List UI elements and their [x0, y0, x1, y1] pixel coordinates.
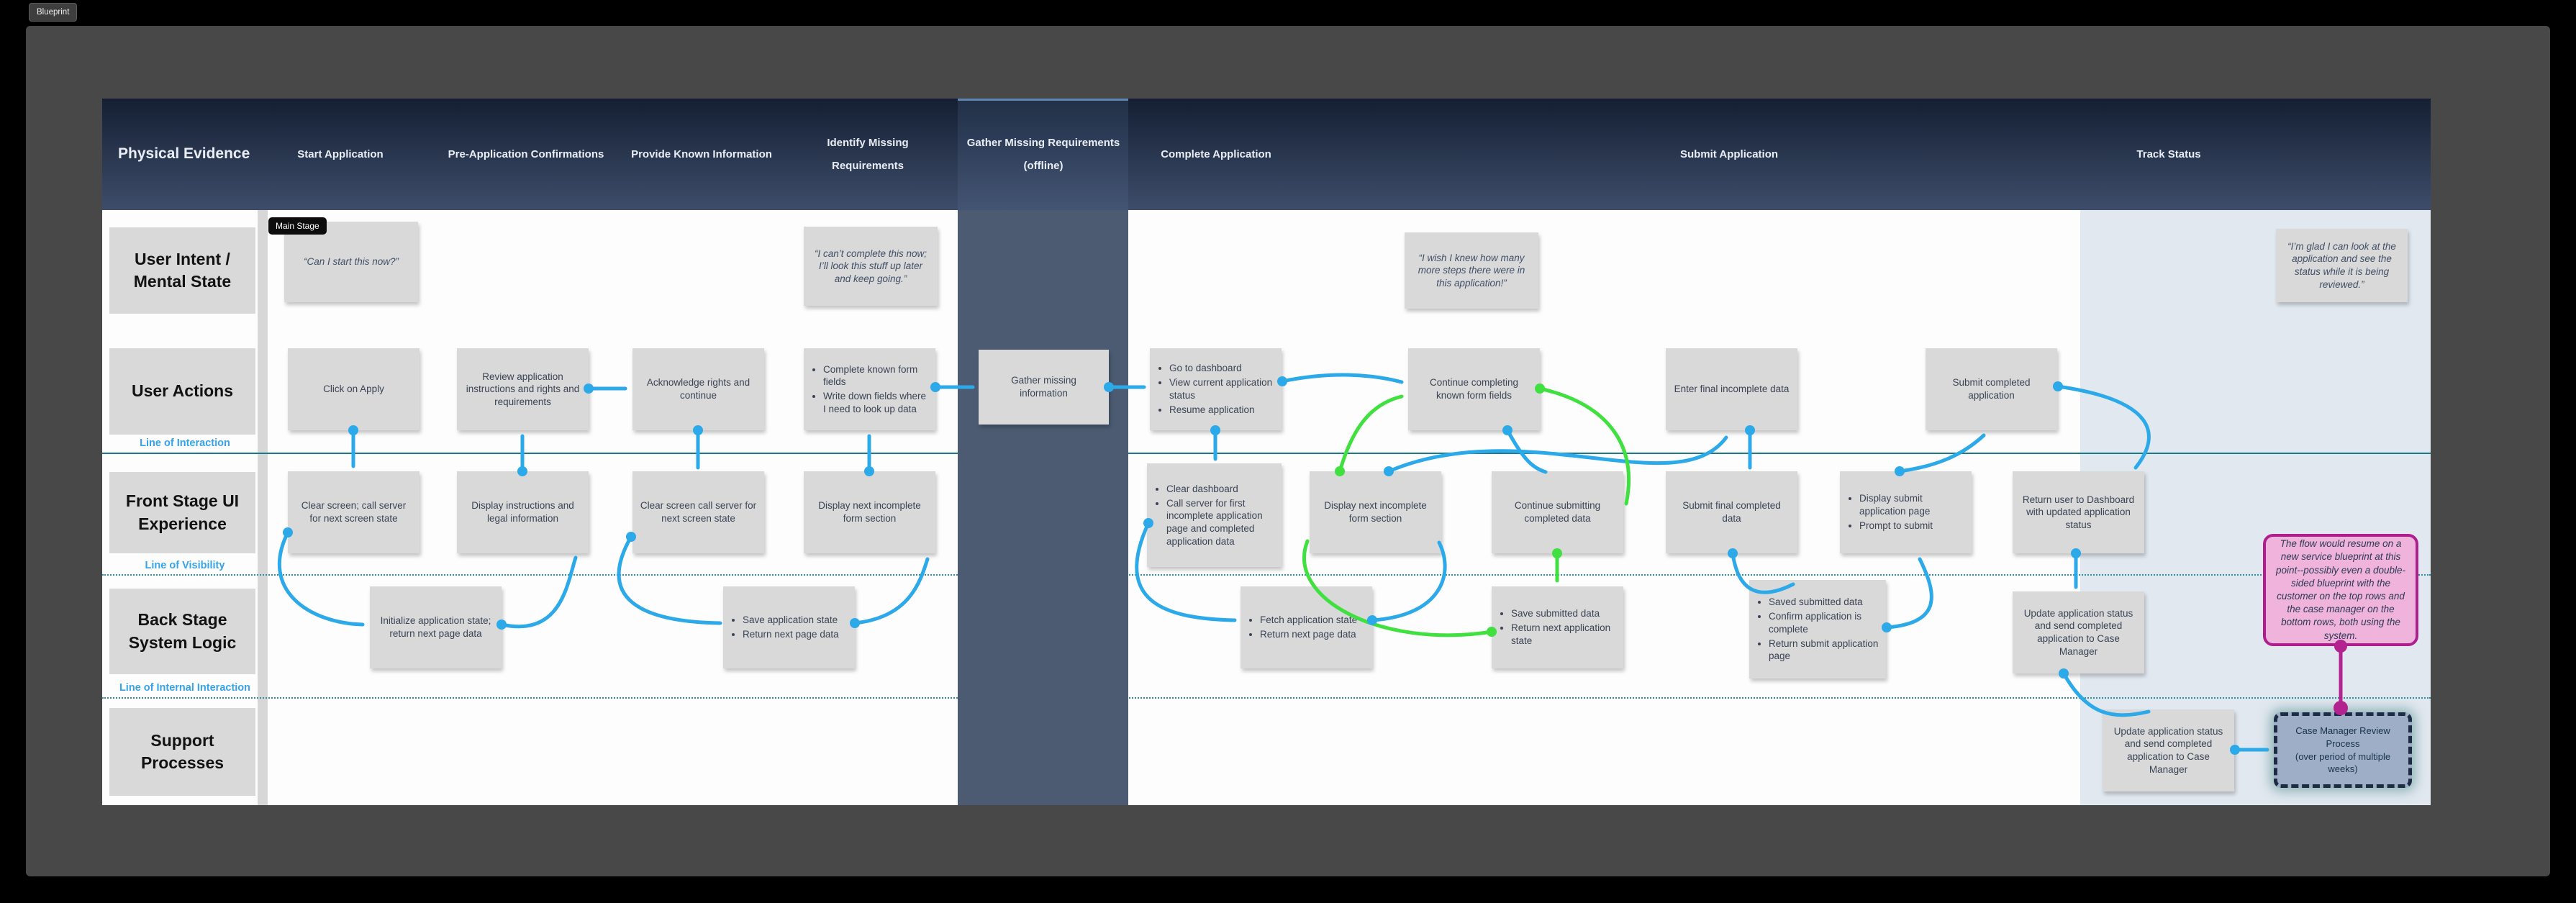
sticky-can-i-start[interactable]: “Can I start this now?” — [284, 222, 418, 302]
sticky-continue-submitting-data[interactable]: Continue submitting completed data — [1492, 471, 1623, 553]
row-label-support-processes[interactable]: Support Processes — [109, 708, 255, 796]
sticky-initialize-application-state[interactable]: Initialize application state; return nex… — [370, 586, 502, 668]
annotation-text: The flow would resume on a new service b… — [2275, 538, 2406, 641]
sticky-display-instructions-legal[interactable]: Display instructions and legal informati… — [457, 471, 589, 553]
header-gather-missing-requirements: Gather Missing Requirements (offline) — [966, 137, 1120, 172]
header-provide-known-information: Provide Known Information — [631, 148, 772, 160]
header-pre-application-confirmations: Pre-Application Confirmations — [448, 148, 604, 160]
sticky-cant-complete-now[interactable]: “I can’t complete this now; I’ll look th… — [804, 227, 938, 306]
sticky-text: Submit completed application — [1952, 377, 2031, 401]
sticky-fetch-application-state[interactable]: Fetch application stateReturn next page … — [1241, 586, 1372, 668]
gather-missing-header-highlight — [958, 99, 1128, 210]
case-manager-review-box[interactable]: Case Manager Review Process (over period… — [2274, 712, 2412, 788]
header-submit-application: Submit Application — [1679, 148, 1779, 160]
sticky-text: Display submit application pagePrompt to… — [1847, 491, 1964, 534]
sticky-text: Display next incomplete form section — [818, 500, 921, 524]
line-of-visibility-label: Line of Visibility — [145, 560, 225, 571]
main-stage-tag: Main Stage — [268, 217, 327, 235]
sticky-text: Gather missing information — [1011, 375, 1076, 399]
sticky-wish-i-knew[interactable]: “I wish I knew how many more steps there… — [1405, 232, 1538, 309]
sticky-complete-known-fields[interactable]: Complete known form fieldsWrite down fie… — [804, 348, 935, 430]
sticky-text: Clear screen; call server for next scree… — [301, 500, 407, 524]
sticky-text: “Can I start this now?” — [303, 256, 399, 268]
sticky-go-to-dashboard[interactable]: Go to dashboardView current application … — [1150, 348, 1282, 430]
row-label-user-actions[interactable]: User Actions — [109, 348, 255, 435]
sticky-enter-final-incomplete-data[interactable]: Enter final incomplete data — [1666, 348, 1797, 430]
sticky-text: “I wish I knew how many more steps there… — [1418, 252, 1525, 289]
sticky-save-submitted-data[interactable]: Save submitted dataReturn next applicati… — [1492, 586, 1623, 668]
annotation-flow-resume-note[interactable]: The flow would resume on a new service b… — [2263, 534, 2418, 646]
sticky-text: Display instructions and legal informati… — [471, 500, 574, 524]
sticky-save-application-state[interactable]: Save application stateReturn next page d… — [723, 586, 855, 668]
case-box-line2: (over period of multiple weeks) — [2295, 750, 2391, 775]
sticky-text: Review application instructions and righ… — [466, 371, 580, 407]
header-track-status: Track Status — [2136, 148, 2201, 160]
sticky-text: Clear dashboardCall server for first inc… — [1154, 481, 1274, 549]
sticky-acknowledge-rights[interactable]: Acknowledge rights and continue — [632, 348, 764, 430]
row-label-back-stage[interactable]: Back Stage System Logic — [109, 589, 255, 674]
sticky-text: Go to dashboardView current application … — [1157, 360, 1274, 418]
line-of-internal-interaction-rule — [102, 697, 2431, 699]
phases-header — [102, 99, 2431, 210]
gather-missing-column-band — [958, 99, 1128, 805]
sticky-text: “I’m glad I can look at the application … — [2287, 240, 2396, 290]
sticky-text: Save application stateReturn next page d… — [730, 612, 839, 643]
sticky-text: Acknowledge rights and continue — [646, 377, 750, 401]
sticky-display-next-form-section-2[interactable]: Display next incomplete form section — [1310, 471, 1441, 553]
sticky-submit-final-completed-data[interactable]: Submit final completed data — [1666, 471, 1797, 553]
row-label-front-stage[interactable]: Front Stage UI Experience — [109, 472, 255, 553]
line-of-interaction-rule — [102, 453, 2431, 454]
sticky-gather-missing-information[interactable]: Gather missing information — [979, 350, 1109, 425]
line-of-interaction-label: Line of Interaction — [140, 437, 230, 449]
sticky-text: Complete known form fieldsWrite down fie… — [811, 361, 928, 417]
sticky-text: Continue completing known form fields — [1429, 377, 1519, 401]
sticky-text: Initialize application state; return nex… — [380, 615, 491, 639]
sticky-text: Clear screen call server for next screen… — [640, 500, 757, 524]
sticky-return-user-to-dashboard[interactable]: Return user to Dashboard with updated ap… — [2013, 471, 2144, 553]
tab-blueprint[interactable]: Blueprint — [29, 3, 78, 22]
sticky-display-submit-page[interactable]: Display submit application pagePrompt to… — [1840, 471, 1972, 553]
sticky-saved-submitted-confirm[interactable]: Saved submitted dataConfirm application … — [1749, 580, 1886, 679]
sticky-submit-completed-application[interactable]: Submit completed application — [1926, 348, 2057, 430]
sticky-text: Continue submitting completed data — [1514, 500, 1601, 524]
sticky-text: Return user to Dashboard with updated ap… — [2022, 494, 2135, 530]
header-physical-evidence: Physical Evidence — [118, 145, 250, 163]
sticky-text: Submit final completed data — [1682, 500, 1781, 524]
sticky-text: “I can’t complete this now; I’ll look th… — [814, 248, 928, 284]
sticky-text: Enter final incomplete data — [1674, 384, 1790, 395]
header-complete-application: Complete Application — [1161, 148, 1271, 160]
sticky-text: Update application status and send compl… — [2113, 725, 2223, 775]
sticky-text: Update application status and send compl… — [2023, 607, 2133, 657]
sticky-clear-dashboard-call-server[interactable]: Clear dashboardCall server for first inc… — [1147, 463, 1282, 567]
row-label-user-intent[interactable]: User Intent / Mental State — [109, 227, 255, 314]
sticky-clear-screen-call-server-1[interactable]: Clear screen; call server for next scree… — [288, 471, 419, 553]
sticky-text: Display next incomplete form section — [1324, 500, 1427, 524]
sticky-text: Fetch application stateReturn next page … — [1248, 612, 1357, 643]
label-column-divider — [258, 210, 268, 805]
sticky-text: Click on Apply — [323, 384, 384, 395]
sticky-click-on-apply[interactable]: Click on Apply — [288, 348, 419, 430]
service-blueprint-frame[interactable] — [102, 99, 2431, 805]
case-box-line1: Case Manager Review Process — [2295, 725, 2390, 749]
line-of-internal-interaction-label: Line of Internal Interaction — [119, 682, 251, 694]
sticky-update-status-backstage[interactable]: Update application status and send compl… — [2013, 591, 2144, 673]
sticky-glad-look-at-status[interactable]: “I’m glad I can look at the application … — [2276, 229, 2408, 302]
header-start-application: Start Application — [297, 148, 384, 160]
sticky-display-next-form-section-1[interactable]: Display next incomplete form section — [804, 471, 935, 553]
sticky-text: Saved submitted dataConfirm application … — [1756, 594, 1879, 665]
sticky-review-instructions[interactable]: Review application instructions and righ… — [457, 348, 589, 430]
sticky-update-status-support[interactable]: Update application status and send compl… — [2103, 709, 2234, 791]
line-of-visibility-rule — [102, 574, 2431, 576]
sticky-text: Save submitted dataReturn next applicati… — [1499, 606, 1616, 649]
sticky-clear-screen-call-server-2[interactable]: Clear screen call server for next screen… — [632, 471, 764, 553]
header-identify-missing-requirements: Identify Missing Requirements — [827, 137, 909, 172]
sticky-continue-completing-fields[interactable]: Continue completing known form fields — [1408, 348, 1540, 430]
